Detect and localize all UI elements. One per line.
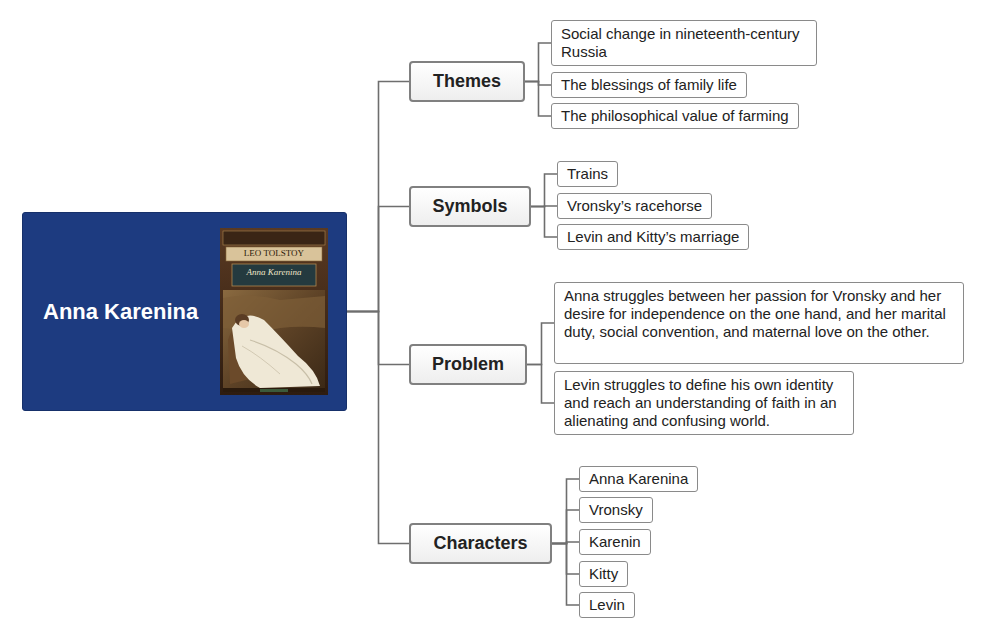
branch-connector: [552, 479, 579, 544]
topic-text: Levin: [589, 596, 625, 614]
subtopic-box: Anna struggles between her passion for V…: [554, 282, 964, 364]
branch-connector: [552, 544, 579, 606]
branch-topic: Characters: [409, 523, 552, 564]
branch-connector: [531, 207, 557, 238]
branch-topic: Symbols: [409, 186, 531, 227]
subtopic-box: Levin: [579, 592, 635, 618]
branch-topic: Themes: [409, 61, 525, 102]
topic-text: Symbols: [423, 196, 517, 217]
subtopic-box: The blessings of family life: [551, 72, 747, 98]
branch-topic: Problem: [409, 344, 527, 385]
subtopic-box: Kitty: [579, 561, 628, 587]
branch-connector: [347, 312, 409, 544]
subtopic-box: The philosophical value of farming: [551, 103, 799, 129]
branch-connector: [527, 323, 554, 365]
subtopic-box: Trains: [557, 161, 618, 187]
branch-connector: [347, 207, 409, 312]
topic-text: Anna Karenina: [589, 470, 688, 488]
branch-connector: [552, 544, 579, 575]
topic-text: Anna Karenina: [43, 299, 198, 325]
topic-text: The philosophical value of farming: [561, 107, 789, 125]
topic-text: Levin struggles to define his own identi…: [564, 376, 844, 430]
cover-text: Anna Karenina: [232, 267, 316, 277]
topic-text: Vronsky: [589, 501, 643, 519]
topic-text: The blessings of family life: [561, 76, 737, 94]
topic-text: Anna struggles between her passion for V…: [564, 287, 954, 341]
branch-connector: [347, 82, 409, 312]
topic-text: Social change in nineteenth-century Russ…: [561, 25, 807, 61]
subtopic-box: Levin struggles to define his own identi…: [554, 371, 854, 435]
branch-connector: [527, 365, 554, 404]
branch-connector: [525, 43, 551, 82]
topic-text: Vronsky’s racehorse: [567, 197, 702, 215]
topic-text: Themes: [423, 71, 511, 92]
cover-text: LEO TOLSTOY: [226, 248, 322, 258]
topic-text: Characters: [423, 533, 538, 554]
subtopic-box: Levin and Kitty’s marriage: [557, 224, 749, 250]
branch-connector: [552, 510, 579, 544]
branch-connector: [525, 82, 551, 117]
topic-text: Problem: [423, 354, 513, 375]
subtopic-box: Vronsky’s racehorse: [557, 193, 712, 219]
subtopic-box: Vronsky: [579, 497, 653, 523]
topic-text: Trains: [567, 165, 608, 183]
topic-text: Levin and Kitty’s marriage: [567, 228, 739, 246]
topic-text: Kitty: [589, 565, 618, 583]
subtopic-box: Social change in nineteenth-century Russ…: [551, 20, 817, 66]
branch-connector: [531, 174, 557, 207]
subtopic-box: Anna Karenina: [579, 466, 698, 492]
subtopic-box: Karenin: [579, 529, 651, 555]
topic-text: Karenin: [589, 533, 641, 551]
